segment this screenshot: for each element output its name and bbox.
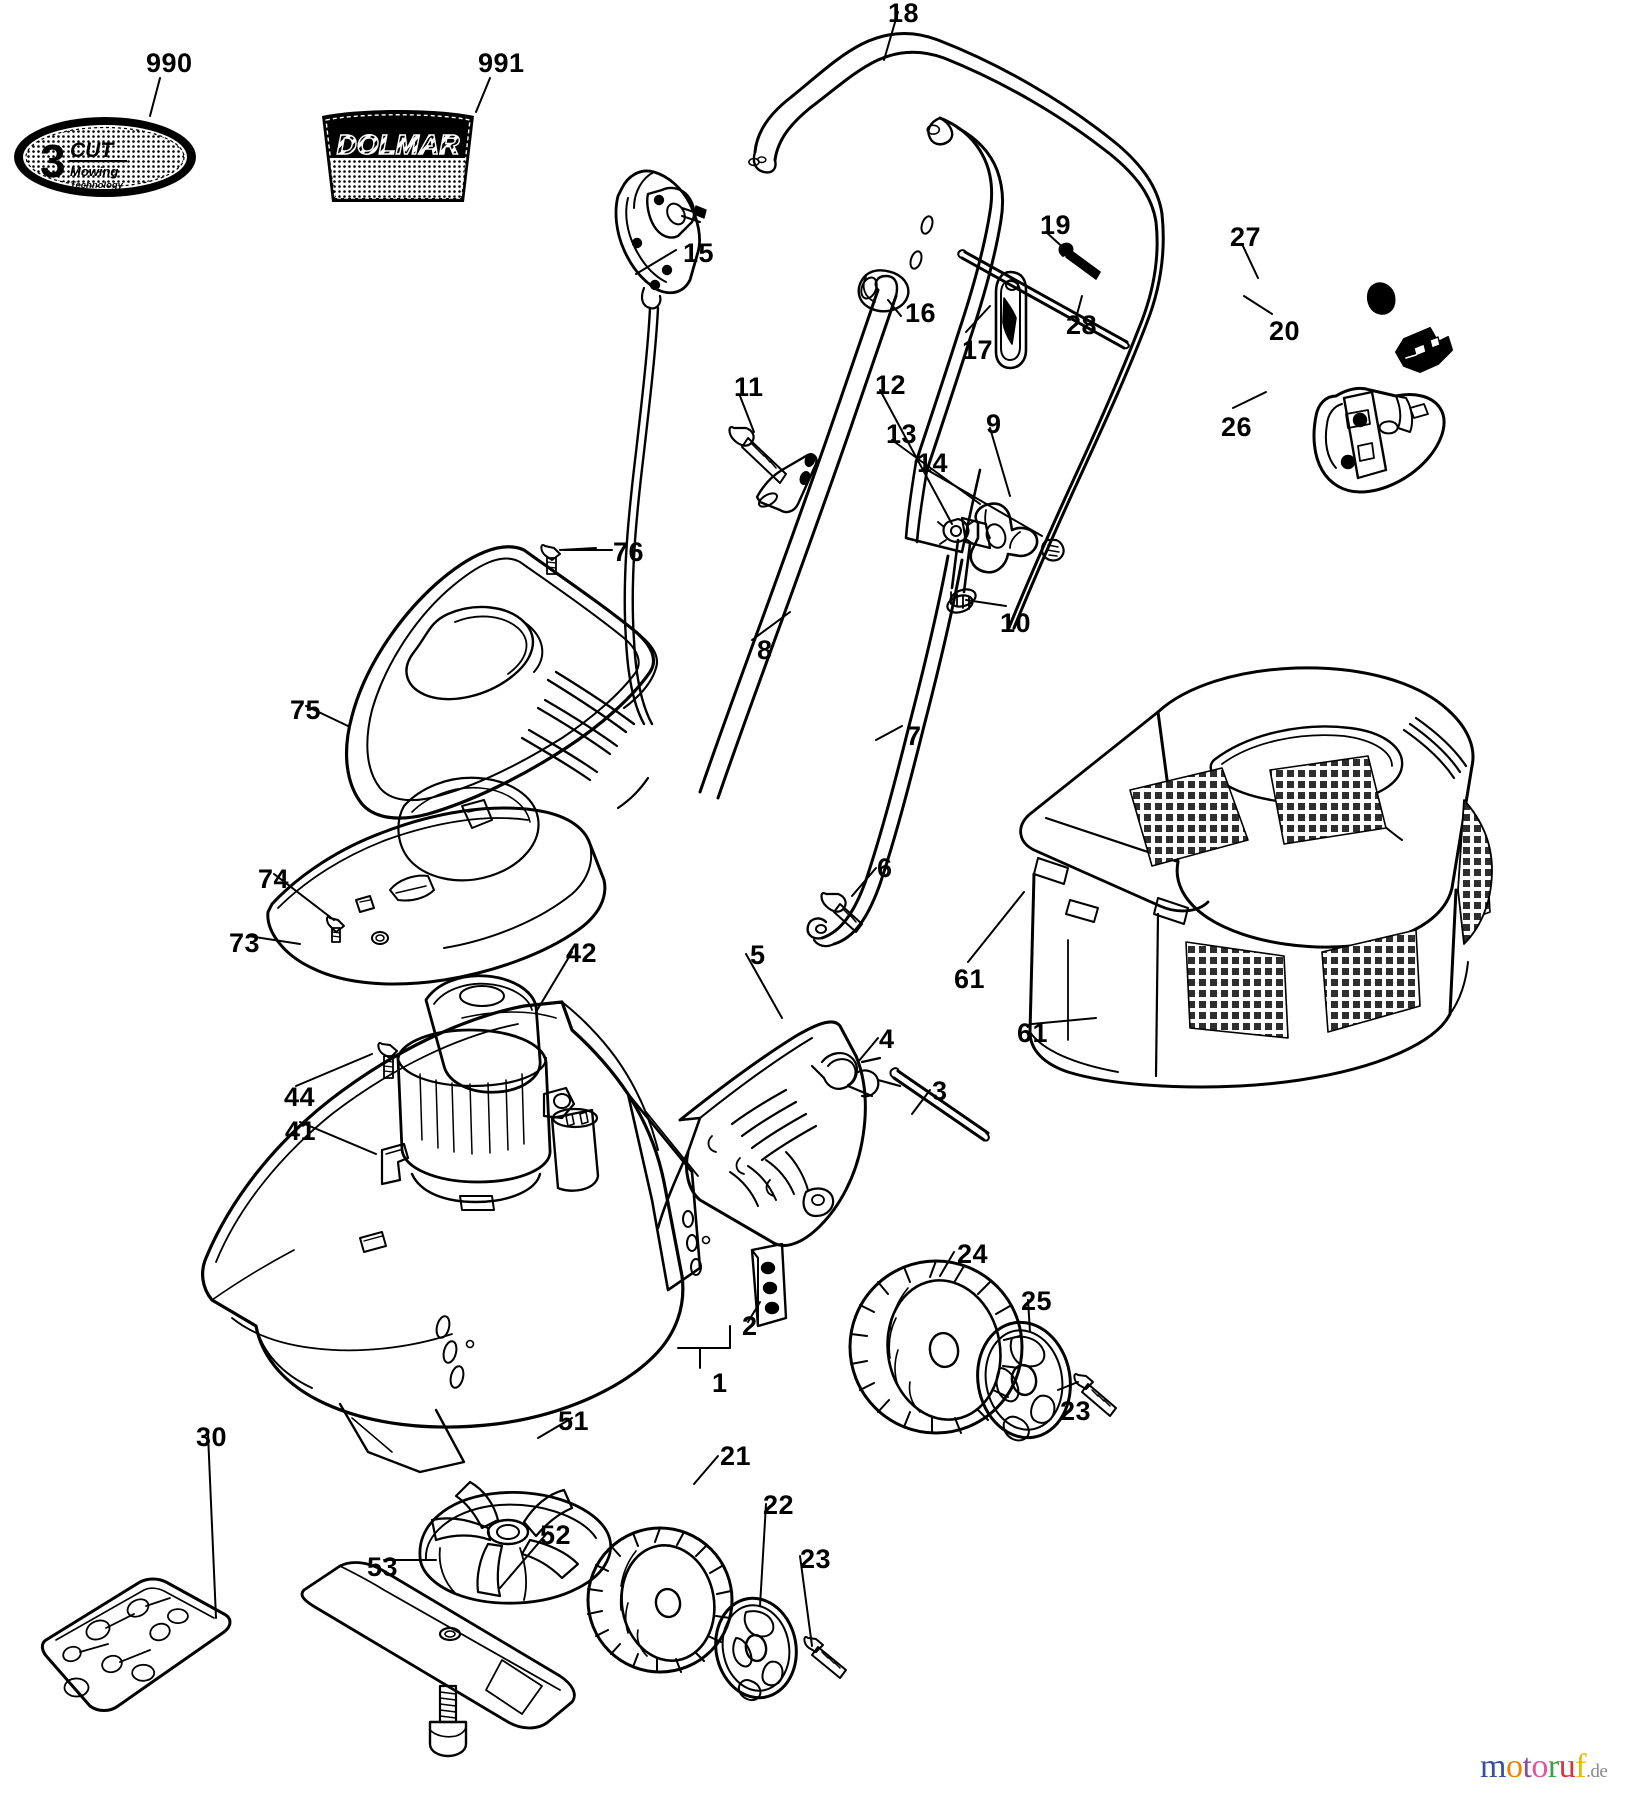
svg-text:Technology: Technology bbox=[70, 180, 124, 191]
part-25-rear-hub-cap bbox=[976, 1320, 1072, 1442]
callout-rear-deflector-flap: 5 bbox=[750, 940, 766, 970]
callout-upper-handle-bar: 18 bbox=[888, 0, 920, 28]
callout-screw: 19 bbox=[1040, 210, 1072, 240]
part-6-screw-handle-mount bbox=[820, 892, 863, 933]
callout-decal-3cut-mowing-technology: 990 bbox=[146, 48, 193, 78]
callout-cutting-blade: 52 bbox=[540, 1520, 572, 1550]
part-26-cable-clamp-bracket bbox=[1312, 386, 1446, 494]
callout-screw-cover: 76 bbox=[613, 537, 645, 567]
part-61-grass-catcher bbox=[1019, 666, 1493, 1089]
part-9-handle-lower-tube-right bbox=[904, 116, 1005, 594]
callout-screw-handle-mount: 6 bbox=[877, 853, 893, 883]
callout-brace-rod: 28 bbox=[1066, 310, 1098, 340]
callout-rear-wheel: 24 bbox=[957, 1239, 989, 1269]
watermark-letter: m bbox=[1480, 1748, 1506, 1785]
callout-wheel-bolt-front: 23 bbox=[800, 1544, 832, 1574]
callout-electric-motor: 42 bbox=[566, 938, 598, 968]
callout-handle-support-tube: 7 bbox=[906, 721, 922, 751]
callout-hood-retaining-screw: 74 bbox=[258, 864, 290, 894]
part-14-nut bbox=[1040, 538, 1065, 562]
deck-small-clip bbox=[359, 1231, 387, 1253]
callout-motor-mount-screw: 44 bbox=[284, 1082, 316, 1112]
callout-torsion-spring: 4 bbox=[879, 1024, 895, 1054]
callout-handle-lower-tube-right: 9 bbox=[986, 409, 1002, 439]
svg-text:Mowing: Mowing bbox=[70, 164, 118, 179]
callout-cable-clamp-bracket: 26 bbox=[1221, 412, 1253, 442]
part-51-blade-fan-impeller bbox=[418, 1480, 612, 1605]
leader-lines bbox=[149, 11, 1273, 1647]
part-3-hinge-rod bbox=[889, 1067, 990, 1142]
svg-text:DOLMAR: DOLMAR bbox=[337, 129, 461, 160]
svg-text:3: 3 bbox=[40, 135, 66, 187]
decal-3cut-badge: 3 CUT Mowing Technology bbox=[12, 115, 198, 199]
part-2-height-adjust-bracket bbox=[750, 1242, 788, 1328]
callout-handle-lower-tube-left: 8 bbox=[757, 635, 773, 665]
callout-switch-box-assembly: 15 bbox=[683, 238, 715, 268]
callout-front-wheel: 21 bbox=[720, 1441, 752, 1471]
callout-adjuster-collar: 10 bbox=[1000, 608, 1032, 638]
callout-cable-hook: 17 bbox=[962, 335, 994, 365]
part-7-handle-support-tube bbox=[806, 554, 964, 948]
callout-height-adjust-bracket: 2 bbox=[742, 1311, 758, 1341]
callout-handle-grommet: 16 bbox=[905, 298, 937, 328]
part-16-handle-grommet bbox=[857, 269, 910, 313]
watermark-letter: t bbox=[1522, 1748, 1532, 1785]
watermark-letter: o bbox=[1505, 1748, 1523, 1785]
callout-washer: 12 bbox=[875, 370, 907, 400]
part-8-handle-lower-tube-left bbox=[698, 274, 899, 800]
callout-grass-catcher-lower: 61 bbox=[1017, 1018, 1049, 1048]
watermark-letter: r bbox=[1547, 1748, 1559, 1785]
part-23-wheel-bolt-front bbox=[803, 1636, 847, 1679]
callout-motor-mount-bracket: 41 bbox=[285, 1116, 317, 1146]
callout-wing-knob: 13 bbox=[886, 419, 918, 449]
callout-mower-deck-chassis: 1 bbox=[712, 1368, 728, 1398]
callout-front-cover-panel: 73 bbox=[229, 928, 261, 958]
part-1-mower-deck-chassis bbox=[201, 1000, 711, 1474]
decal-dolmar-label: DOLMAR bbox=[318, 110, 478, 205]
handle-connector-sleeve bbox=[755, 453, 818, 514]
callout-nut: 14 bbox=[917, 448, 949, 478]
part-52-cutting-blade bbox=[300, 1561, 576, 1730]
part-41-motor-mount-bracket bbox=[380, 1142, 410, 1186]
callout-cable-retainer-clip: 20 bbox=[1269, 316, 1301, 346]
callout-cap-plug: 27 bbox=[1230, 222, 1262, 252]
callout-blade-bolt: 53 bbox=[367, 1552, 399, 1582]
part-73-front-cover-panel bbox=[266, 806, 607, 986]
callout-wheel-bolt-rear: 23 bbox=[1060, 1396, 1092, 1426]
callout-rear-hub-cap: 25 bbox=[1021, 1286, 1053, 1316]
callout-hinge-rod: 3 bbox=[932, 1076, 948, 1106]
callout-front-hub-cap: 22 bbox=[763, 1490, 795, 1520]
watermark-letter: o bbox=[1531, 1748, 1548, 1785]
part-12-washer bbox=[937, 517, 975, 545]
part-27-cap-plug bbox=[1366, 282, 1396, 315]
part-13-wing-knob bbox=[969, 502, 1039, 574]
part-17-cable-hook bbox=[994, 270, 1028, 370]
motoruf-watermark: motoruf.de bbox=[1480, 1748, 1608, 1786]
callout-hardware-kit-bag: 30 bbox=[196, 1422, 228, 1452]
part-20-cable-retainer-clip bbox=[1395, 327, 1453, 373]
callout-motor-hood-cover: 75 bbox=[290, 695, 322, 725]
part-24-rear-wheel bbox=[848, 1259, 1024, 1435]
part-74-hood-retaining-screw bbox=[326, 916, 345, 943]
watermark-suffix: .de bbox=[1586, 1761, 1608, 1782]
part-5-rear-deflector-flap bbox=[656, 1020, 867, 1247]
part-18-upper-handle-bar bbox=[748, 32, 1165, 632]
part-53-blade-bolt bbox=[428, 1684, 468, 1758]
part-28-brace-rod bbox=[957, 249, 1130, 350]
part-11-bolt bbox=[728, 426, 787, 484]
callout-blade-fan-impeller: 51 bbox=[558, 1406, 590, 1436]
callout-grass-catcher-upper: 61 bbox=[954, 964, 986, 994]
part-4-torsion-spring bbox=[810, 1052, 902, 1098]
svg-text:CUT: CUT bbox=[70, 139, 115, 162]
part-75-motor-hood-cover bbox=[344, 545, 659, 820]
part-30-hardware-kit-bag bbox=[40, 1577, 232, 1712]
callout-decal-dolmar-logo: 991 bbox=[478, 48, 525, 78]
watermark-letter: f bbox=[1575, 1748, 1587, 1785]
watermark-letter: u bbox=[1558, 1748, 1576, 1785]
callout-bolt: 11 bbox=[734, 372, 764, 402]
part-23-wheel-bolt-rear bbox=[1073, 1373, 1117, 1417]
part-22-front-hub-cap bbox=[714, 1596, 798, 1701]
